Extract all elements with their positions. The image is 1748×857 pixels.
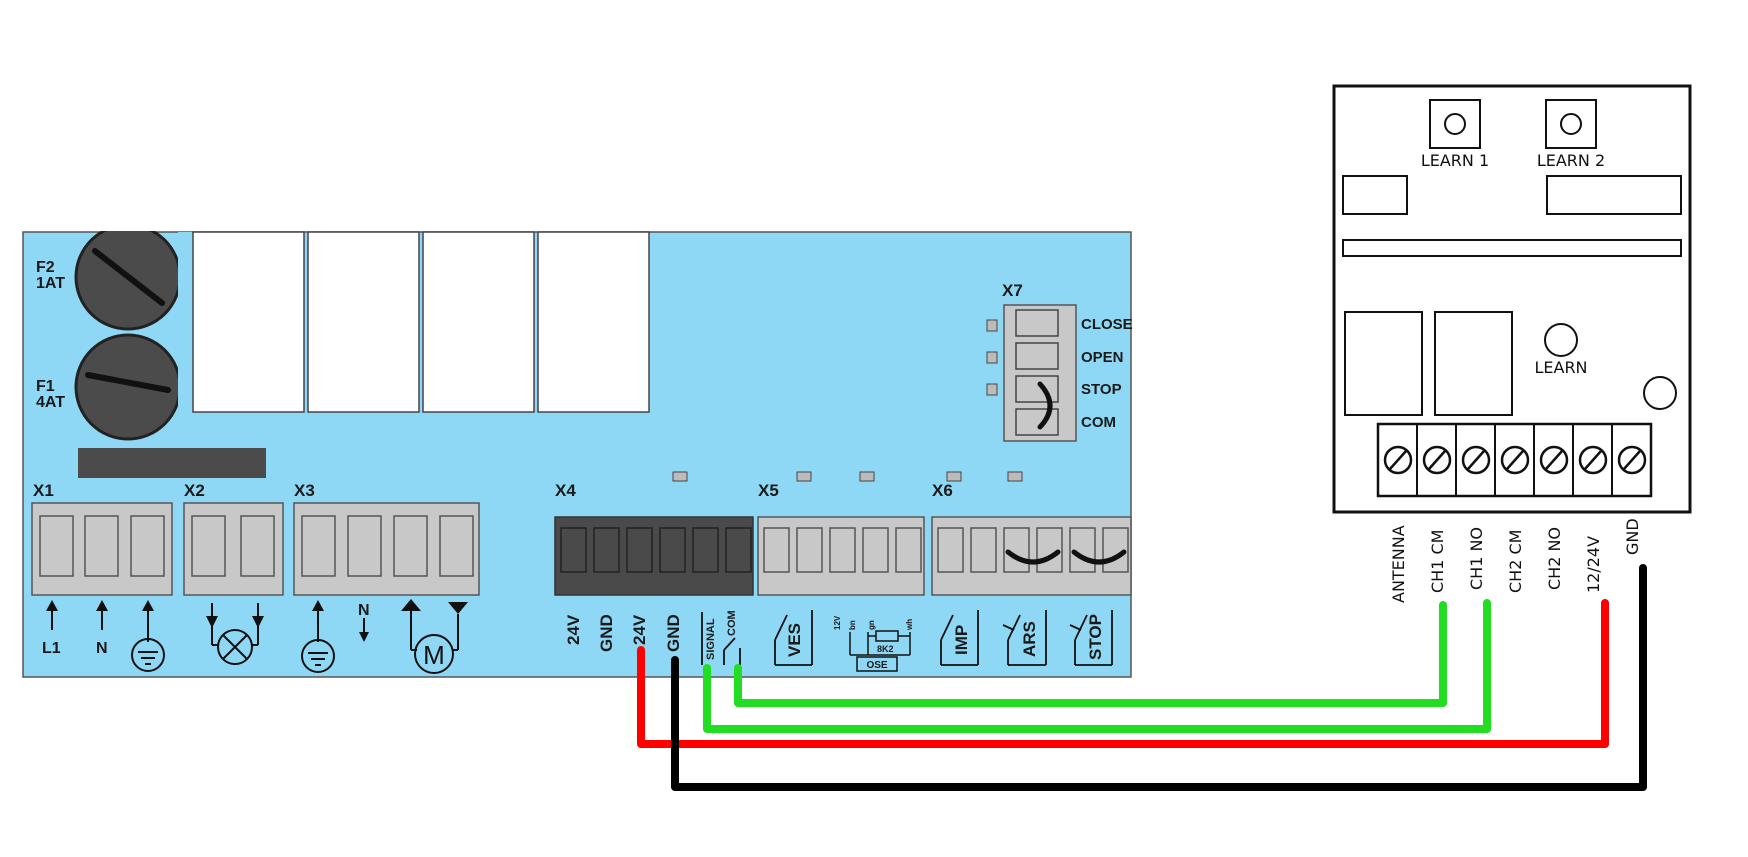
learn2-button: LEARN 2 xyxy=(1537,99,1605,170)
relay-block xyxy=(1434,311,1513,416)
x3-title: X3 xyxy=(294,481,315,500)
ose-sensor-icon: 12V bn gn wh 8K2 OSE xyxy=(833,615,914,672)
learn-button: LEARN xyxy=(1534,323,1588,377)
connector-x6: X6 xyxy=(931,481,1132,666)
terminal-label-ch1-cm: CH1 CM xyxy=(1428,530,1447,593)
connector-x2: X2 xyxy=(183,481,284,665)
component-strip xyxy=(1342,239,1682,257)
relay-block xyxy=(1344,311,1423,416)
terminal-label-ch1-no: CH1 NO xyxy=(1467,527,1486,590)
terminal-label-antenna: ANTENNA xyxy=(1389,525,1408,603)
svg-text:8K2: 8K2 xyxy=(877,644,894,654)
switch-icon xyxy=(774,610,813,666)
connector-x5: X5 VES 12V bn gn wh xyxy=(757,481,925,672)
x4-label-signal: SIGNAL xyxy=(705,618,717,660)
switch-icon xyxy=(940,610,1113,666)
fuse-f2-name: F2 xyxy=(36,259,55,276)
x3-label-n: N xyxy=(358,602,370,619)
x1-label-l1: L1 xyxy=(42,640,61,657)
connector-x3: X3 N xyxy=(293,481,480,674)
svg-text:wh: wh xyxy=(905,619,914,631)
x6-label-stop: STOP xyxy=(1086,614,1105,660)
led-icon xyxy=(1643,376,1677,410)
connector-x4: X4 24V GND 24V GND SIGNAL COM xyxy=(554,481,754,665)
x4-label-24v-a: 24V xyxy=(564,614,583,645)
x1-title: X1 xyxy=(33,481,54,500)
svg-text:OSE: OSE xyxy=(866,660,887,671)
learn2-label: LEARN 2 xyxy=(1537,151,1605,170)
earth-icon xyxy=(301,600,335,673)
jumper-icon xyxy=(1071,549,1127,565)
x4-label-gnd-a: GND xyxy=(597,614,616,652)
screw-icon xyxy=(1383,445,1647,475)
learn1-label: LEARN 1 xyxy=(1421,151,1489,170)
button-icon xyxy=(1560,113,1582,135)
x6-label-ars: ARS xyxy=(1020,621,1039,657)
x7-label-close: CLOSE xyxy=(1081,316,1133,333)
connector-x7: X7 CLOSE OPEN STOP COM xyxy=(986,281,1133,442)
x7-title: X7 xyxy=(1002,281,1023,300)
receiver-terminal-strip xyxy=(1376,422,1653,498)
x7-label-stop: STOP xyxy=(1081,381,1122,398)
x5-title: X5 xyxy=(758,481,779,500)
x5-label-ves: VES xyxy=(785,623,804,657)
jumper-icon xyxy=(1005,549,1061,565)
fuse-f2-rating: 1AT xyxy=(36,275,65,292)
svg-text:12V: 12V xyxy=(833,615,842,630)
x6-label-imp: IMP xyxy=(952,625,971,655)
wire-signal-green xyxy=(703,599,1491,733)
button-icon xyxy=(1544,323,1578,357)
control-board: F2 1AT F1 4AT X1 xyxy=(0,200,1133,678)
earth-icon xyxy=(131,638,165,672)
svg-text:gn: gn xyxy=(867,620,876,630)
wire-com-green xyxy=(734,601,1447,707)
terminal-label-ch2-no: CH2 NO xyxy=(1545,527,1564,590)
terminal-label-ch2-cm: CH2 CM xyxy=(1506,530,1525,593)
relay-blocks xyxy=(192,231,650,413)
led-open xyxy=(986,351,998,364)
x7-label-com: COM xyxy=(1081,414,1116,431)
learn1-button: LEARN 1 xyxy=(1421,99,1489,170)
terminal-label-gnd: GND xyxy=(1623,518,1642,555)
fuse-f1-rating: 4AT xyxy=(36,394,65,411)
fuse-f2: F2 1AT xyxy=(36,223,182,331)
x4-label-com: COM xyxy=(726,610,738,636)
arrow-down-icon xyxy=(359,618,369,642)
arrow-up-icon xyxy=(46,600,154,642)
fuse-f1-name: F1 xyxy=(36,378,55,395)
connector-x1: X1 L1 N xyxy=(31,481,173,672)
motor-symbol: M xyxy=(423,640,445,670)
svg-text:bn: bn xyxy=(848,620,857,630)
wire-gnd-black xyxy=(671,564,1647,791)
fuse-f1: F1 4AT xyxy=(36,333,182,441)
x2-title: X2 xyxy=(184,481,205,500)
status-leds xyxy=(672,471,1023,482)
component-block xyxy=(1342,175,1408,215)
x6-title: X6 xyxy=(932,481,953,500)
dark-strip xyxy=(78,448,266,478)
relay-contact-icon xyxy=(701,612,741,665)
led-close xyxy=(986,319,998,332)
terminal-label-12-24v: 12/24V xyxy=(1584,536,1603,593)
x4-label-24v-b: 24V xyxy=(630,614,649,645)
button-icon xyxy=(1444,113,1466,135)
component-block xyxy=(1546,175,1682,215)
x7-label-open: OPEN xyxy=(1081,349,1124,366)
learn-label: LEARN xyxy=(1534,358,1587,377)
x1-label-n: N xyxy=(96,640,108,657)
motor-icon: M xyxy=(401,599,468,674)
x4-label-gnd-b: GND xyxy=(664,614,683,652)
receiver-module: LEARN 1 LEARN 2 LEARN xyxy=(1332,84,1692,603)
wire-24v-red xyxy=(637,599,1609,748)
jumper-icon xyxy=(1037,381,1053,430)
lamp-icon xyxy=(206,603,264,665)
wires xyxy=(637,564,1647,791)
x4-title: X4 xyxy=(555,481,576,500)
led-stop xyxy=(986,383,998,396)
